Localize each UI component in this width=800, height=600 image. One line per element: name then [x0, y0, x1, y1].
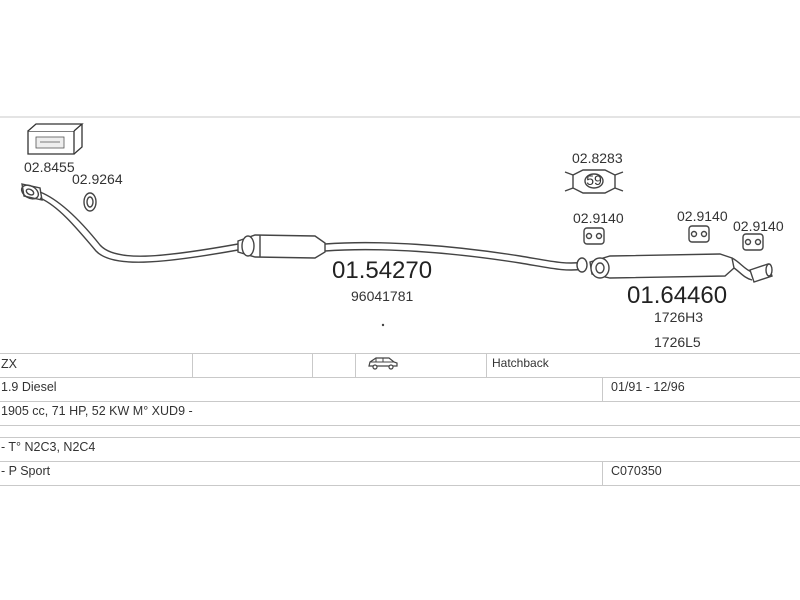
- col-divider: [602, 377, 603, 401]
- table-row-type-codes: - T° N2C3, N2C4: [0, 437, 800, 457]
- table-divider: [0, 461, 800, 462]
- table-divider: [0, 425, 800, 426]
- middle-part-number: 01.54270: [332, 257, 432, 284]
- col-divider: [312, 353, 313, 377]
- table-row-trim: - P Sport C070350: [0, 461, 800, 481]
- rear-part-number: 01.64460: [627, 282, 727, 309]
- table-divider: [0, 353, 800, 354]
- type-codes-cell: - T° N2C3, N2C4: [1, 440, 96, 454]
- label-02-9140-b: 02.9140: [677, 208, 728, 224]
- trim-cell: - P Sport: [1, 464, 51, 478]
- label-02-8283: 02.8283: [572, 150, 623, 166]
- table-row-model: ZX Hatchback: [0, 354, 800, 374]
- front-flange: [20, 183, 43, 201]
- pipe-clamp: [576, 257, 588, 273]
- table-row-specs: 1905 cc, 71 HP, 52 KW M° XUD9 -: [0, 401, 800, 421]
- label-02-9264: 02.9264: [72, 171, 123, 187]
- front-pipe: [39, 191, 239, 263]
- years-cell: 01/91 - 12/96: [611, 380, 685, 394]
- badge-59: 59: [586, 172, 602, 188]
- intermediate-pipe: [324, 241, 586, 271]
- col-divider: [602, 461, 603, 485]
- rubber-hanger-1: [583, 227, 605, 245]
- table-divider: [0, 401, 800, 402]
- col-divider: [355, 353, 356, 377]
- model-cell: ZX: [1, 357, 17, 371]
- rear-silencer: [589, 253, 753, 281]
- ref-code-cell: C070350: [611, 464, 662, 478]
- mounting-kit-box: [27, 123, 84, 155]
- col-divider: [486, 353, 487, 377]
- engine-cell: 1.9 Diesel: [1, 380, 57, 394]
- rear-oem-number-1: 1726H3: [654, 309, 703, 325]
- dot-marker: [381, 323, 385, 327]
- label-02-8455: 02.8455: [24, 159, 75, 175]
- middle-oem-number: 96041781: [351, 288, 414, 304]
- table-divider: [0, 437, 800, 438]
- rubber-hanger-3: [742, 233, 764, 251]
- rear-oem-number-2: 1726L5: [654, 334, 701, 350]
- rubber-hanger-2: [688, 225, 710, 243]
- specs-cell: 1905 cc, 71 HP, 52 KW M° XUD9 -: [1, 404, 193, 418]
- col-divider: [192, 353, 193, 377]
- gasket-ring: [83, 192, 97, 212]
- table-row-engine: 1.9 Diesel 01/91 - 12/96: [0, 377, 800, 397]
- label-02-9140-c: 02.9140: [733, 218, 784, 234]
- rubber-mount-large: [564, 169, 624, 194]
- table-divider: [0, 377, 800, 378]
- label-02-9140-a: 02.9140: [573, 210, 624, 226]
- body-type-cell: Hatchback: [492, 356, 549, 370]
- tail-pipe: [749, 263, 773, 283]
- car-icon: [367, 356, 399, 373]
- middle-silencer: [237, 234, 326, 259]
- table-divider: [0, 485, 800, 486]
